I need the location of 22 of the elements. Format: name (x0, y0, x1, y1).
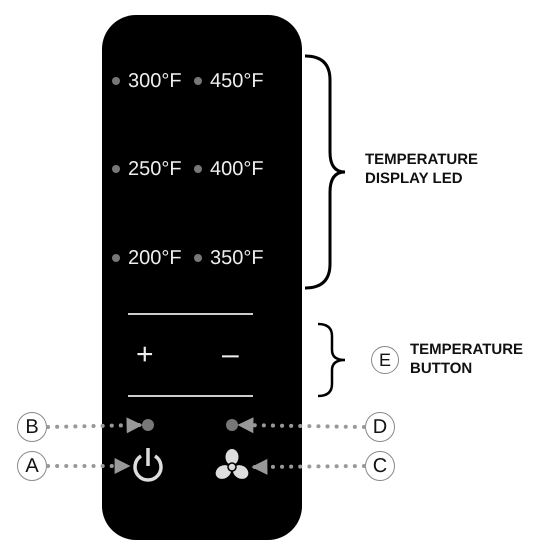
leader-line (46, 417, 143, 434)
temperature-label: 350°F (210, 247, 264, 270)
callout-letter: C (365, 451, 395, 481)
callout-letter: E (371, 346, 399, 374)
temperature-label: 400°F (210, 158, 264, 181)
part-label: TEMPERATURE BUTTON (410, 340, 524, 378)
leader-line (237, 417, 366, 434)
callout-letter: D (365, 412, 395, 442)
indicator-light (226, 419, 238, 431)
button-symbol: + (136, 338, 154, 372)
callout-letter: B (17, 412, 47, 442)
part-label: TEMPERATURE DISPLAY LED (365, 150, 480, 188)
leader-line (251, 458, 366, 475)
indicator-light (142, 419, 154, 431)
leader-line (46, 458, 131, 474)
control-panel (102, 15, 302, 540)
temperature-label: 200°F (128, 247, 182, 270)
temperature-label: 300°F (128, 70, 182, 93)
button-symbol: – (222, 338, 239, 372)
temperature-label: 250°F (128, 158, 182, 181)
callout-letter: A (17, 451, 47, 481)
temperature-label: 450°F (210, 70, 264, 93)
